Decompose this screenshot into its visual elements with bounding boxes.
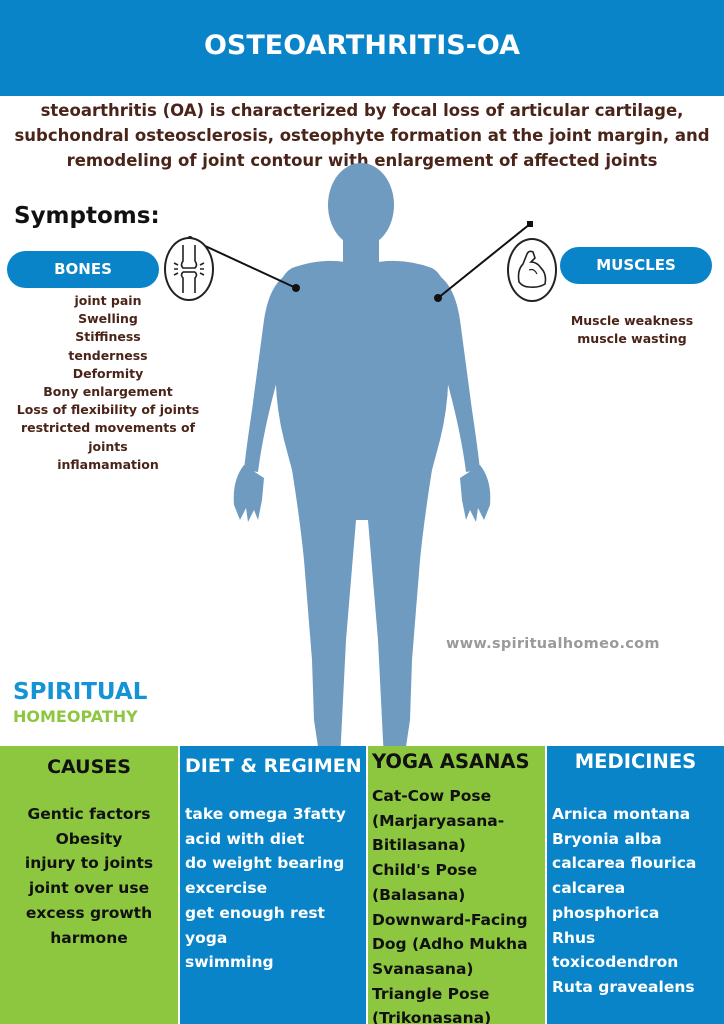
list-item: Arnica montana [552,805,691,823]
brand-name-line1: SPIRITUAL [13,679,148,705]
bones-label: BONES [7,251,159,288]
bones-symptom-list: joint pain Swelling Stiffiness tendernes… [0,292,216,474]
list-item: excercise [185,879,268,898]
list-item: calcarea flourica [552,854,697,873]
list-item: joint over use [28,879,150,898]
list-item: phosphorica [552,903,660,922]
list-item: (Marjaryasana- [372,811,505,830]
list-item: toxicodendron [552,953,679,972]
header-banner: OSTEOARTHRITIS-OA [0,0,724,96]
list-item: Bryonia alba [552,829,662,848]
list-item: inflamamation [57,456,159,472]
list-item: Cat-Cow Pose [372,787,492,805]
list-item: Downward-Facing [372,910,528,929]
yoga-asanas-heading: YOGA ASANAS [372,750,530,773]
causes-list: Gentic factors Obesity injury to joints … [0,802,178,950]
list-item: Obesity [55,829,123,848]
intro-line: steoarthritis (OA) is characterized by f… [40,101,684,120]
list-item: Triangle Pose [372,984,490,1003]
list-item: tenderness [68,347,148,363]
list-item: (Trikonasana) [372,1009,492,1024]
diet-regimen-heading: DIET & REGIMEN [185,755,362,777]
list-item: Rhus [552,928,596,947]
list-item: restricted movements of joints [20,420,196,454]
list-item: take omega 3fatty [185,805,346,823]
intro-line: subchondral osteosclerosis, osteophyte f… [14,126,710,145]
list-item: Svanasana) [372,959,474,978]
knee-joint-icon [164,237,214,301]
yoga-asanas-panel: YOGA ASANAS Cat-Cow Pose (Marjaryasana- … [368,746,545,1024]
list-item: joint pain [74,293,142,308]
list-item: Child's Pose [372,861,478,880]
human-body-illustration [233,163,491,760]
list-item: get enough rest [185,903,325,922]
list-item: yoga [185,928,228,947]
medicines-list: Arnica montana Bryonia alba calcarea flo… [552,802,696,1000]
list-item: injury to joints [24,854,154,873]
list-item: acid with diet [185,829,305,848]
muscles-label: MUSCLES [560,247,712,284]
list-item: harmone [50,928,128,947]
brand-name-line2: HOMEOPATHY [13,707,138,726]
website-url: www.spiritualhomeo.com [446,636,660,652]
diet-regimen-list: take omega 3fatty acid with diet do weig… [185,802,346,975]
list-item: Bitilasana) [372,836,466,855]
list-item: Stiffiness [75,329,141,345]
medicines-panel: MEDICINES Arnica montana Bryonia alba ca… [547,746,724,1024]
causes-panel: CAUSES Gentic factors Obesity injury to … [0,746,178,1024]
list-item: do weight bearing [185,854,345,873]
yoga-asanas-list: Cat-Cow Pose (Marjaryasana- Bitilasana) … [372,784,528,1024]
list-item: Loss of flexibility of joints [16,402,200,418]
list-item: Swelling [78,311,138,327]
list-item: Deformity [72,365,144,381]
intro-paragraph: steoarthritis (OA) is characterized by f… [8,98,716,173]
causes-heading: CAUSES [47,756,131,778]
medicines-heading: MEDICINES [574,750,697,773]
flexed-arm-icon [507,238,557,302]
list-item: (Balasana) [372,885,466,904]
list-item: Ruta gravealens [552,977,695,996]
list-item: muscle wasting [577,331,687,347]
intro-line: remodeling of joint contour with enlarge… [66,151,658,170]
symptoms-heading: Symptoms: [14,203,160,229]
page-title: OSTEOARTHRITIS-OA [203,30,521,61]
list-item: Bony enlargement [43,384,173,400]
list-item: Dog (Adho Mukha [372,935,528,954]
list-item: calcarea [552,879,626,898]
muscles-symptom-list: Muscle weakness muscle wasting [546,312,718,348]
list-item: Muscle weakness [570,313,694,328]
muscles-connector-end [527,221,533,227]
list-item: excess growth [25,903,153,922]
list-item: Gentic factors [27,805,151,823]
diet-regimen-panel: DIET & REGIMEN take omega 3fatty acid wi… [180,746,366,1024]
list-item: swimming [185,953,274,972]
